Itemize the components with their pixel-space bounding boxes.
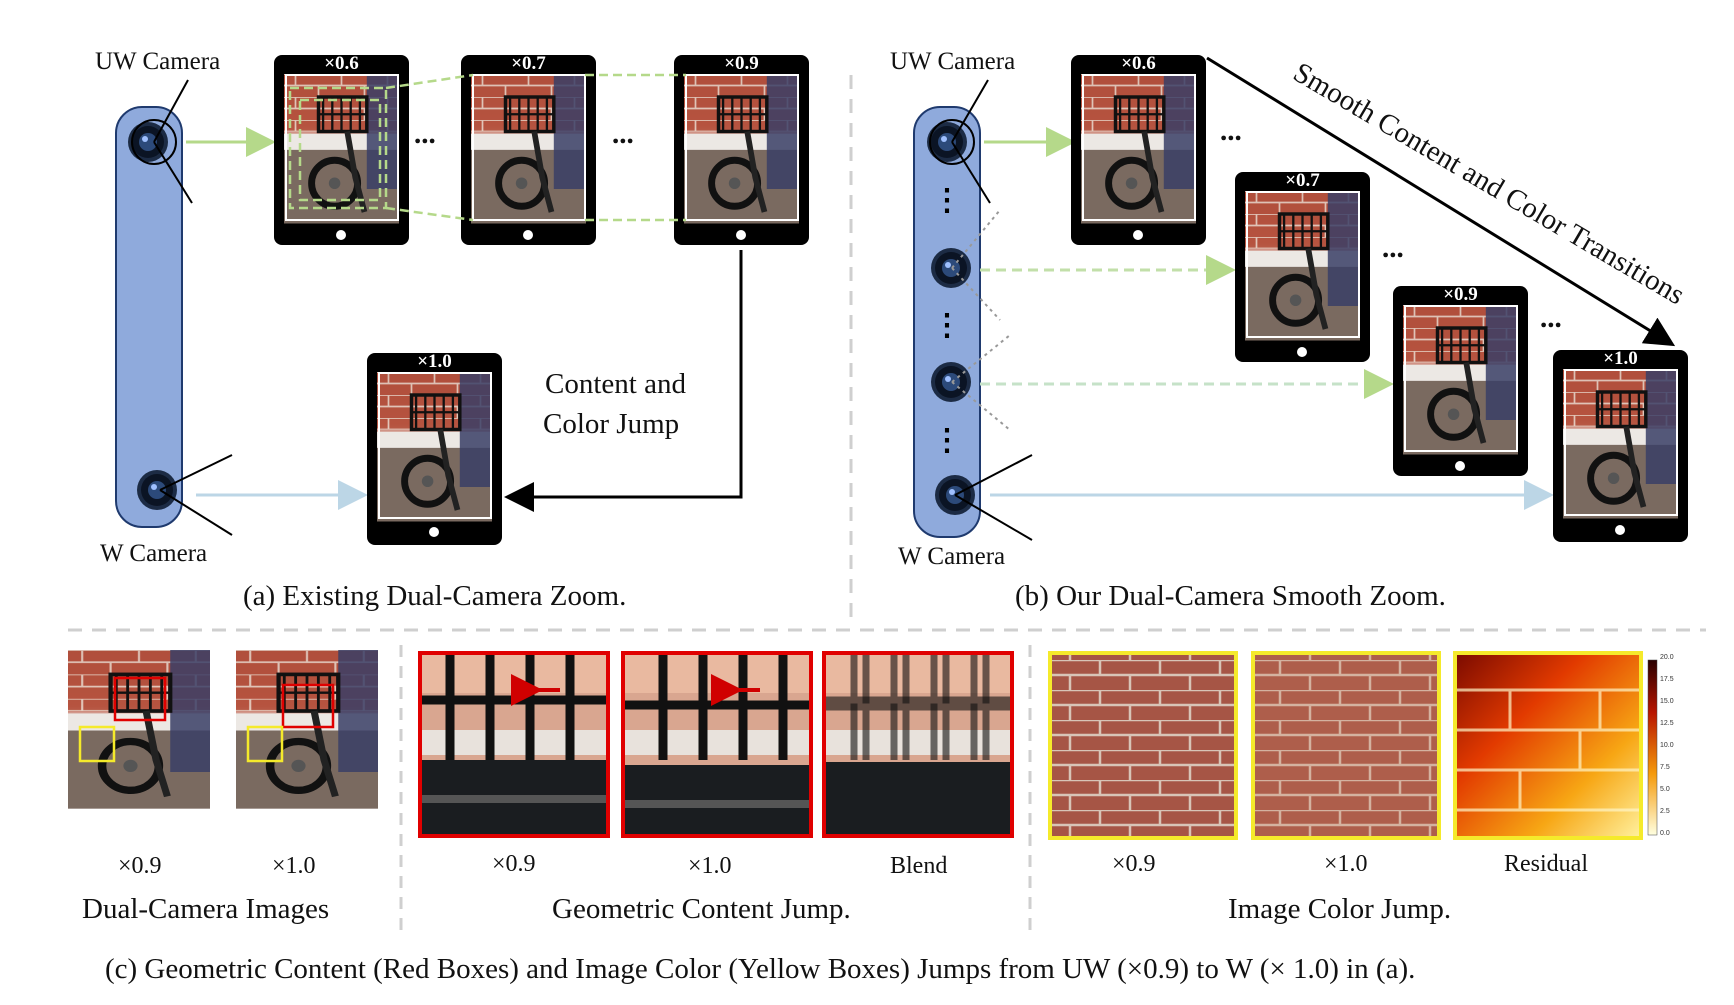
uw-camera-label: UW Camera [95,48,221,75]
dual-label-x09: ×0.9 [118,853,162,879]
geo-crop-x09 [418,651,610,838]
zoom-label-x10: ×1.0 [417,351,452,372]
phone-x09 [674,55,809,245]
phone-b-x09 [1393,286,1528,476]
w-lens-icon [137,470,177,510]
svg-text:⋮: ⋮ [932,424,962,457]
residual-map [1453,651,1643,840]
zoom-label-b-x09: ×0.9 [1443,284,1478,305]
colorbar-tick: 5.0 [1660,786,1670,793]
caption-a: (a) Existing Dual-Camera Zoom. [243,580,627,612]
colorbar-tick: 7.5 [1660,764,1670,771]
geo-crop-blend [822,651,1014,838]
jump-text-line2: Color Jump [543,408,680,440]
dual-image-x10 [236,650,378,809]
uw-camera-label-b: UW Camera [890,48,1016,75]
ellipsis: ... [1382,232,1404,264]
panel-a [115,55,809,545]
ellipsis: ... [1540,302,1562,334]
phone-x10 [367,353,502,545]
svg-text:⋮: ⋮ [932,184,962,217]
color-title: Image Color Jump. [1228,893,1452,925]
phone-x07 [461,55,596,245]
dual-label-x10: ×1.0 [272,853,316,879]
zoom-label-b-x07: ×0.7 [1285,170,1320,191]
geo-label-x10: ×1.0 [688,853,732,879]
dual-title: Dual-Camera Images [82,893,330,925]
panel-b: ⋮ ⋮ ⋮ [913,55,1688,542]
w-camera-label-b: W Camera [898,543,1006,570]
color-label-x10: ×1.0 [1324,851,1368,877]
colorbar-tick: 17.5 [1660,676,1674,683]
geo-crop-x10 [621,651,813,838]
phone-x06 [274,55,409,245]
colorbar-tick: 10.0 [1660,742,1674,749]
camera-body-b [913,106,981,538]
colorbar-tick: 0.0 [1660,830,1670,837]
camera-body [115,106,183,528]
zoom-label-x07: ×0.7 [511,53,546,74]
phone-b-x10 [1553,350,1688,542]
zoom-label-b-x10: ×1.0 [1603,348,1638,369]
ellipsis: ... [612,118,634,150]
ellipsis: ... [1220,115,1242,147]
zoom-label-x09: ×0.9 [724,53,759,74]
phone-b-x06 [1071,55,1206,245]
panel-c [68,650,1658,840]
svg-text:⋮: ⋮ [932,309,962,342]
colorbar [1647,659,1658,836]
zoom-label-b-x06: ×0.6 [1121,53,1156,74]
colorbar-tick: 15.0 [1660,698,1674,705]
caption-c: (c) Geometric Content (Red Boxes) and Im… [105,953,1416,985]
virtual-lens-icon [931,362,971,402]
colorbar-tick: 2.5 [1660,808,1670,815]
virtual-lens-icon [931,248,971,288]
geo-label-x09: ×0.9 [492,851,536,877]
color-label-x09: ×0.9 [1112,851,1156,877]
colorbar-tick: 12.5 [1660,720,1674,727]
color-crop-x10 [1251,651,1441,840]
dual-image-x09 [68,650,210,809]
w-camera-label: W Camera [100,540,208,567]
caption-b: (b) Our Dual-Camera Smooth Zoom. [1015,580,1446,612]
ellipsis: ... [414,118,436,150]
geo-label-blend: Blend [890,853,948,879]
color-crop-x09 [1048,651,1238,840]
colorbar-tick: 20.0 [1660,654,1674,661]
zoom-label-x06: ×0.6 [324,53,359,74]
color-label-residual: Residual [1504,851,1588,877]
geo-title: Geometric Content Jump. [552,893,851,925]
phone-b-x07 [1235,172,1370,362]
jump-text-line1: Content and [545,368,686,400]
